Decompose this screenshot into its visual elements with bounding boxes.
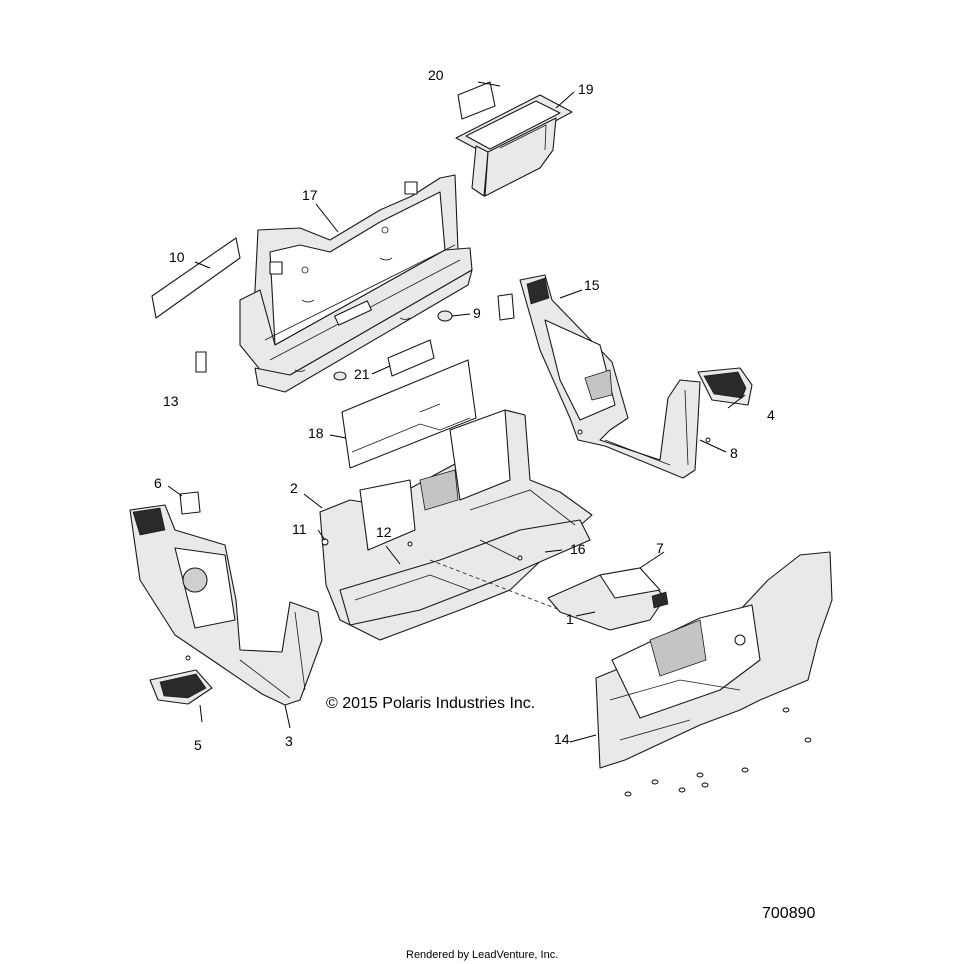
callout-19: 19 (578, 81, 594, 97)
callout-17: 17 (302, 187, 318, 203)
callout-4: 4 (767, 407, 775, 423)
callout-10: 10 (169, 249, 185, 265)
callout-3: 3 (285, 733, 293, 749)
part-10-decal (151, 237, 241, 319)
callout-6: 6 (154, 475, 162, 491)
callout-2: 2 (290, 480, 298, 496)
part-21-decal (387, 339, 435, 377)
callout-11: 11 (292, 521, 307, 537)
grommet-small (333, 371, 347, 381)
part-5-step (149, 655, 213, 705)
callout-1: 1 (566, 611, 574, 627)
callout-20: 20 (428, 67, 444, 83)
part-4-step (697, 367, 753, 406)
callout-12: 12 (376, 524, 392, 540)
callout-16: 16 (570, 541, 586, 557)
callout-21: 21 (354, 366, 370, 382)
callout-7: 7 (656, 540, 664, 556)
leader-lines (167, 81, 746, 743)
part-3-left-side-panel (129, 504, 323, 706)
diagram-number: 700890 (762, 905, 815, 922)
callout-13: 13 (163, 393, 179, 409)
part-2-center-floor (319, 409, 593, 641)
part-9-grommet (437, 310, 453, 322)
rendered-by-text: Rendered by LeadVenture, Inc. (406, 949, 558, 961)
part-1-seat-support (547, 567, 669, 631)
part-20-decal (457, 81, 496, 120)
callout-14: 14 (554, 731, 570, 747)
callout-15: 15 (584, 277, 600, 293)
callout-18: 18 (308, 425, 324, 441)
callout-9: 9 (473, 305, 481, 321)
part-17-rear-panel (239, 174, 473, 393)
callout-8: 8 (730, 445, 738, 461)
part-13-decal (195, 351, 207, 373)
copyright-text: © 2015 Polaris Industries Inc. (326, 695, 535, 712)
part-6-bracket (179, 491, 201, 515)
part-8-right-side-panel (519, 274, 711, 479)
part-14-rear-tub (595, 551, 833, 769)
callouts: 20 19 17 10 9 13 21 15 4 18 8 6 2 11 12 … (154, 67, 775, 753)
part-18-mat (341, 359, 477, 469)
fasteners-group (624, 707, 812, 797)
callout-5: 5 (194, 737, 202, 753)
part-15-bracket (497, 293, 515, 321)
part-19-storage-bin (455, 94, 573, 197)
